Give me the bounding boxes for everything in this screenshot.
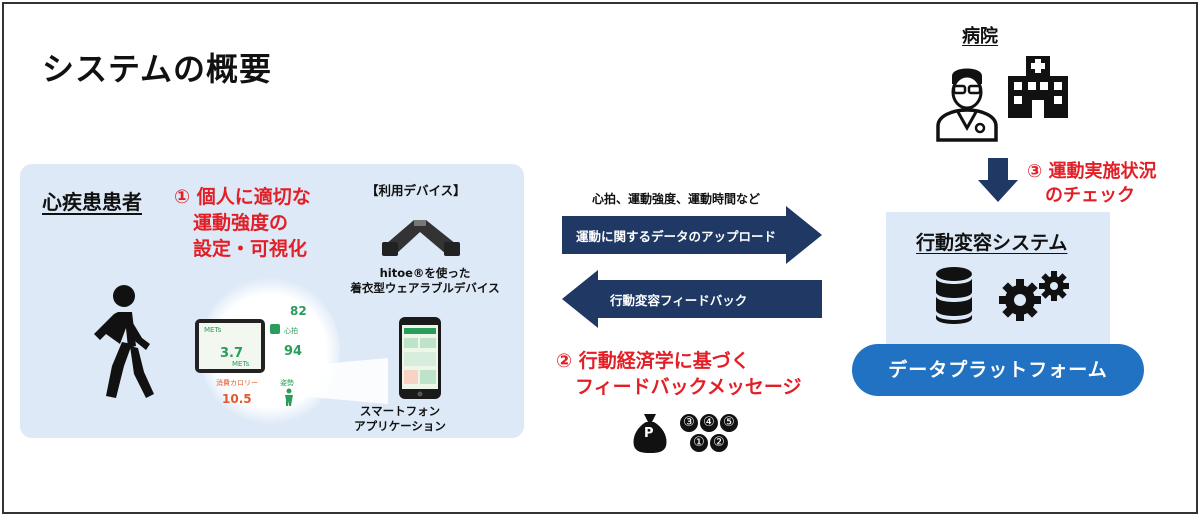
feedback-arrow [562,270,822,328]
down-arrow-icon [978,158,1018,202]
activity-person-icon [285,388,293,406]
feedback-arrow-label: 行動変容フィードバック [610,293,748,308]
coins-icon: ③ ④ ⑤ ① ② [680,414,742,452]
device-caption: hitoe®を使った 着衣型ウェアラブルデバイス [350,266,500,295]
data-platform-label: データプラットフォーム [888,359,1108,381]
hospital-building-icon [1008,56,1068,118]
coin-5: ⑤ [720,414,738,432]
mets-value: 3.7 [220,346,244,361]
device-heading: 【利用デバイス】 [366,183,466,198]
coin-1: ① [690,434,708,452]
page-title: システムの概要 [42,50,273,88]
hospital-label: 病院 [962,26,998,47]
calorie-label: 消費カロリー [216,379,258,387]
hr-value: 94 [284,344,303,359]
step2-text: ② 行動経済学に基づく フィードバックメッセージ [556,350,802,398]
gears-icon [999,271,1069,321]
wearable-device-icon [382,220,460,256]
mets-label-2: METs [232,360,250,368]
upload-arrow [562,206,822,264]
phone-caption: スマートフォン アプリケーション [354,404,446,433]
upload-arrow-label: 運動に関するデータのアップロード [576,229,777,244]
steps-value: 82 [290,304,307,318]
point-bag-icon [633,414,667,453]
step1-text: ① 個人に適切な 運動強度の 設定・可視化 [174,186,311,260]
system-heading: 行動変容システム [916,232,1068,254]
smartphone-icon [399,317,441,399]
hr-label: 心拍 [284,327,298,335]
doctor-icon [936,68,998,142]
system-panel [886,212,1110,344]
walking-person-icon [94,285,154,398]
heart-rate-icon [270,324,280,334]
coin-2: ② [710,434,728,452]
coin-4: ④ [700,414,718,432]
step3-text: ③ 運動実施状況 のチェック [1027,161,1157,206]
calorie-value: 10.5 [222,392,252,406]
coin-3: ③ [680,414,698,432]
point-bag-letter: P [644,426,654,441]
data-items-caption: 心拍、運動強度、運動時間など [592,192,761,206]
database-icon [936,267,972,324]
tablet-icon [195,319,265,373]
patient-heading: 心疾患患者 [42,190,142,214]
activity-label: 姿勢 [280,379,294,387]
callout-wedge [300,358,388,404]
mets-label: METs [204,326,222,334]
data-platform-pill [852,344,1144,396]
